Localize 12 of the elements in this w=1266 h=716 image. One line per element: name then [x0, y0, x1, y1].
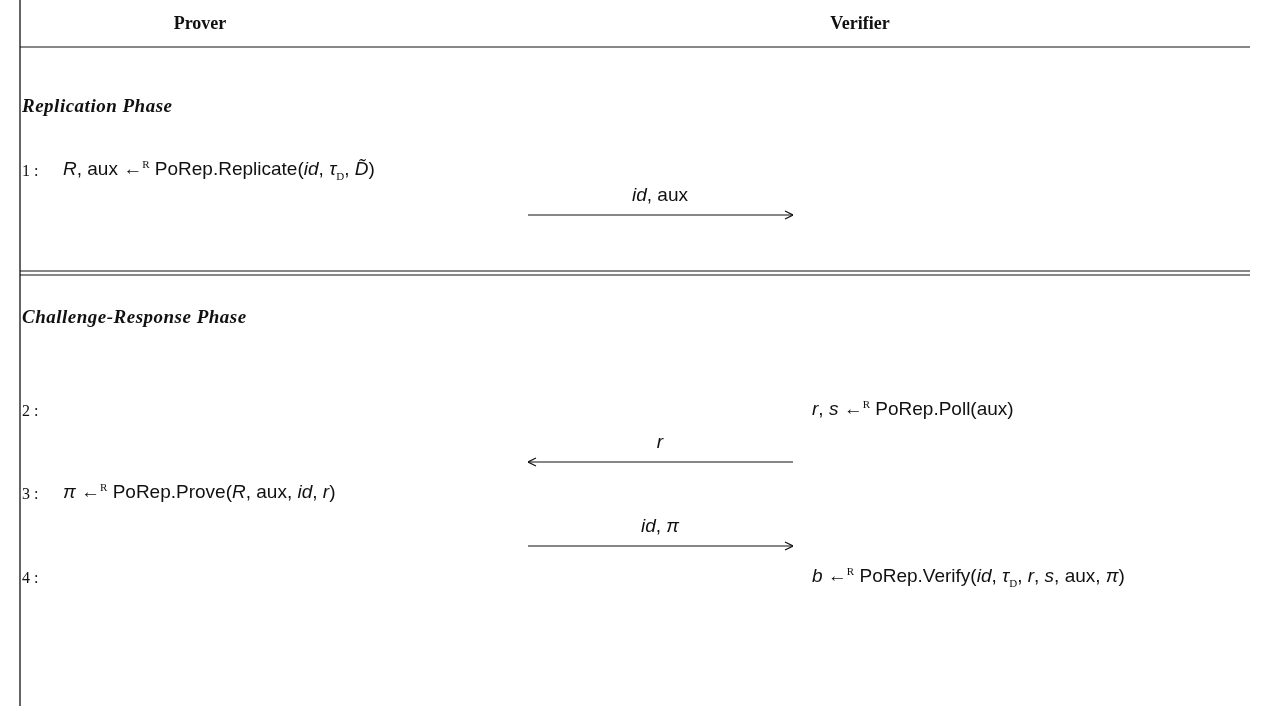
step-number: 4 : [22, 568, 39, 588]
step-text: R, aux ←$^{R}$ PoRep.Replicate(id, τ$_{D}$, D̃) [63, 158, 375, 184]
step-text: r, s ←$^{R}$ PoRep.Poll(aux) [812, 398, 1014, 422]
step-text: b ←$^{R}$ PoRep.Verify(id, τ$_{D}$, r, s, aux, π) [812, 565, 1125, 591]
step-number: 2 : [22, 401, 39, 421]
step-text: π ←$^{R}$ PoRep.Prove(R, aux, id, r) [63, 481, 336, 505]
column-header: Prover [173, 13, 227, 35]
phase-title: Challenge-Response Phase [22, 306, 247, 329]
column-header: Verifier [830, 13, 890, 35]
step-number: 1 : [22, 161, 39, 181]
step-number: 3 : [22, 484, 39, 504]
phase-title: Replication Phase [22, 95, 173, 118]
